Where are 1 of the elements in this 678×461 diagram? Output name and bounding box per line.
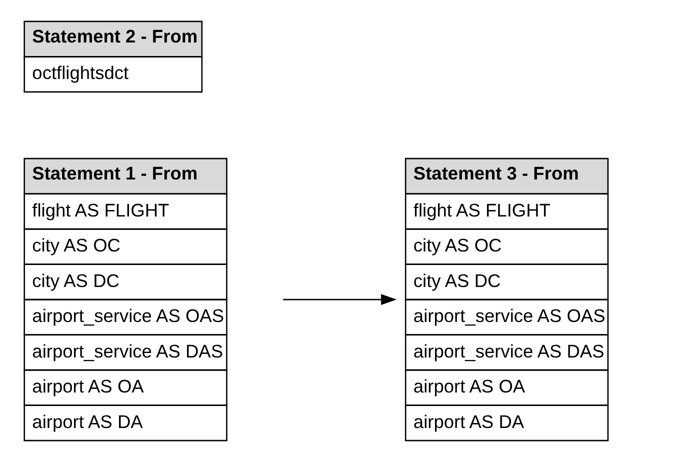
arrow: [283, 294, 397, 305]
